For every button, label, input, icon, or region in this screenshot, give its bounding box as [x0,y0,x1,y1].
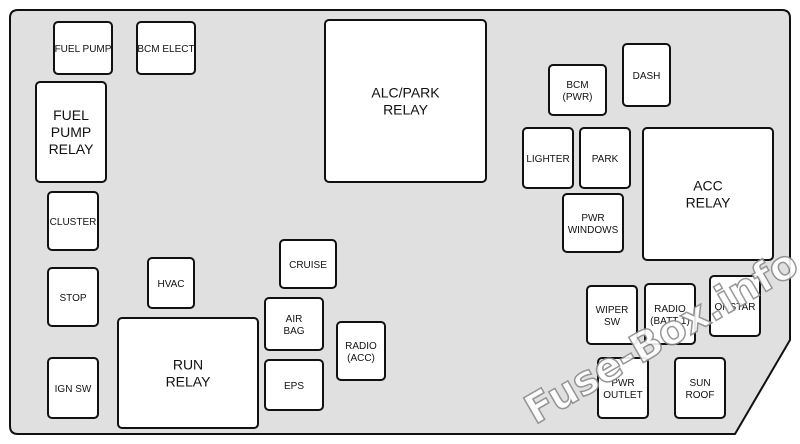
fuse-box [136,21,196,75]
fuse-hvac: HVAC [147,257,195,309]
fuse-cruise: CRUISE [279,239,337,289]
fuse-stop: STOP [47,267,99,327]
fuse-label: BAG [283,326,304,337]
fuse-box [279,239,337,289]
fuse-box [674,357,726,419]
fuse-label: STOP [59,293,86,304]
relay-label: RELAY [383,102,429,118]
fuse-box [47,267,99,327]
fuse-label: PARK [592,154,619,165]
relay-label: FUEL [53,107,89,123]
relay-label: RUN [173,357,203,373]
fuse-box [47,357,99,419]
fuse-box [147,257,195,309]
fuse-label: IGN SW [55,384,92,395]
fuse-dash: DASH [622,43,671,107]
fuse-box [709,275,761,337]
fuse-box [53,21,113,75]
relay-label: PUMP [51,124,91,140]
relay-label: RELAY [686,195,732,211]
fuse-bcm-elect: BCM ELECT [136,21,196,75]
fuse-label: WIPER [596,305,629,316]
fuse-box [644,283,696,345]
fuse-label: EPS [284,381,304,392]
fuse-label: HVAC [157,279,184,290]
fuse-fuel-pump: FUEL PUMP [53,21,113,75]
relay-box [35,81,107,183]
relay-box [117,317,259,429]
fuse-box [622,43,671,107]
fuse-label: BCM [566,80,588,91]
fuse-label: (ACC) [347,353,375,364]
fuse-label: (PWR) [563,92,593,103]
fuse-label: RADIO [654,304,686,315]
fuse-label: SUN [689,378,710,389]
fuse-label: SW [604,317,621,328]
fuse-cluster: CLUSTER [47,191,99,251]
fuse-bcm-pwr: BCM(PWR) [548,64,607,116]
fuse-eps: EPS [264,359,324,411]
fuse-label: LIGHTER [526,154,569,165]
relay-box [324,19,487,183]
fuse-label: WINDOWS [568,225,619,236]
fuse-label: RADIO [345,341,377,352]
fuse-label: (BATT 1) [650,316,690,327]
fuse-label: CLUSTER [50,217,97,228]
fuse-label: PWR [581,213,604,224]
fuse-box [336,321,386,381]
fuse-label: ROOF [686,390,715,401]
fuse-label: CRUISE [289,260,327,271]
relay-label: ALC/PARK [371,85,440,101]
fuse-radio-batt1: RADIO(BATT 1) [644,283,696,345]
fuse-box [548,64,607,116]
fuse-onstar: ONSTAR [709,275,761,337]
relay-label: ACC [693,178,723,194]
fuse-box [586,285,638,345]
fuse-box [562,193,624,253]
relay-box [642,127,774,261]
fuse-lighter: LIGHTER [522,127,574,189]
fuse-box [597,357,649,419]
fuse-radio-acc: RADIO(ACC) [336,321,386,381]
relay-label: RELAY [166,374,212,390]
fuse-label: BCM ELECT [137,44,194,55]
fuse-box [264,297,324,351]
fuse-label: FUEL PUMP [55,44,112,55]
fuse-label: PWR [611,378,634,389]
fuse-label: OUTLET [603,390,642,401]
fuse-box [264,359,324,411]
fuse-box [579,127,631,189]
fuse-label: ONSTAR [715,302,756,313]
fuse-box [47,191,99,251]
fuse-label: DASH [633,71,661,82]
fuse-park: PARK [579,127,631,189]
fuse-label: AIR [286,314,303,325]
fuse-ign-sw: IGN SW [47,357,99,419]
fuse-box [522,127,574,189]
relay-label: RELAY [49,141,95,157]
